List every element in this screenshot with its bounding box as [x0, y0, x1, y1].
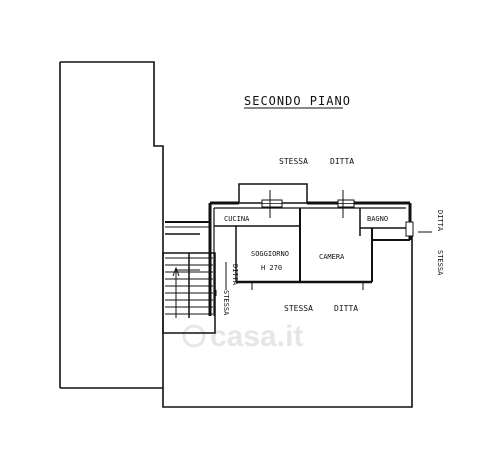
room-label-soggiorno: SOGGIORNO	[251, 250, 289, 258]
separation-markers	[215, 190, 432, 296]
label-ditta-right: DITTA	[436, 210, 444, 232]
label-ditta-top: DITTA	[330, 157, 354, 166]
plan-title: SECONDO PIANO	[244, 94, 351, 108]
watermark: casa.it	[182, 320, 303, 353]
room-label-bagno: BAGNO	[367, 215, 388, 223]
windows	[261, 199, 414, 237]
label-stessa-right: STESSA	[436, 250, 444, 276]
room-label-camera: CAMERA	[319, 253, 345, 261]
building-outline	[60, 61, 413, 408]
label-stessa-top: STESSA	[279, 157, 308, 166]
watermark-text: casa.it	[210, 320, 303, 353]
label-stessa-bottom: STESSA	[284, 304, 313, 313]
staircase	[162, 252, 216, 334]
label-ditta-left: DITTA	[231, 264, 239, 286]
label-stessa-left: STESSA	[222, 290, 230, 316]
label-ditta-bottom: DITTA	[334, 304, 358, 313]
room-label-cucina: CUCINA	[224, 215, 250, 223]
room-label-soggiorno-height: H 270	[261, 264, 282, 272]
